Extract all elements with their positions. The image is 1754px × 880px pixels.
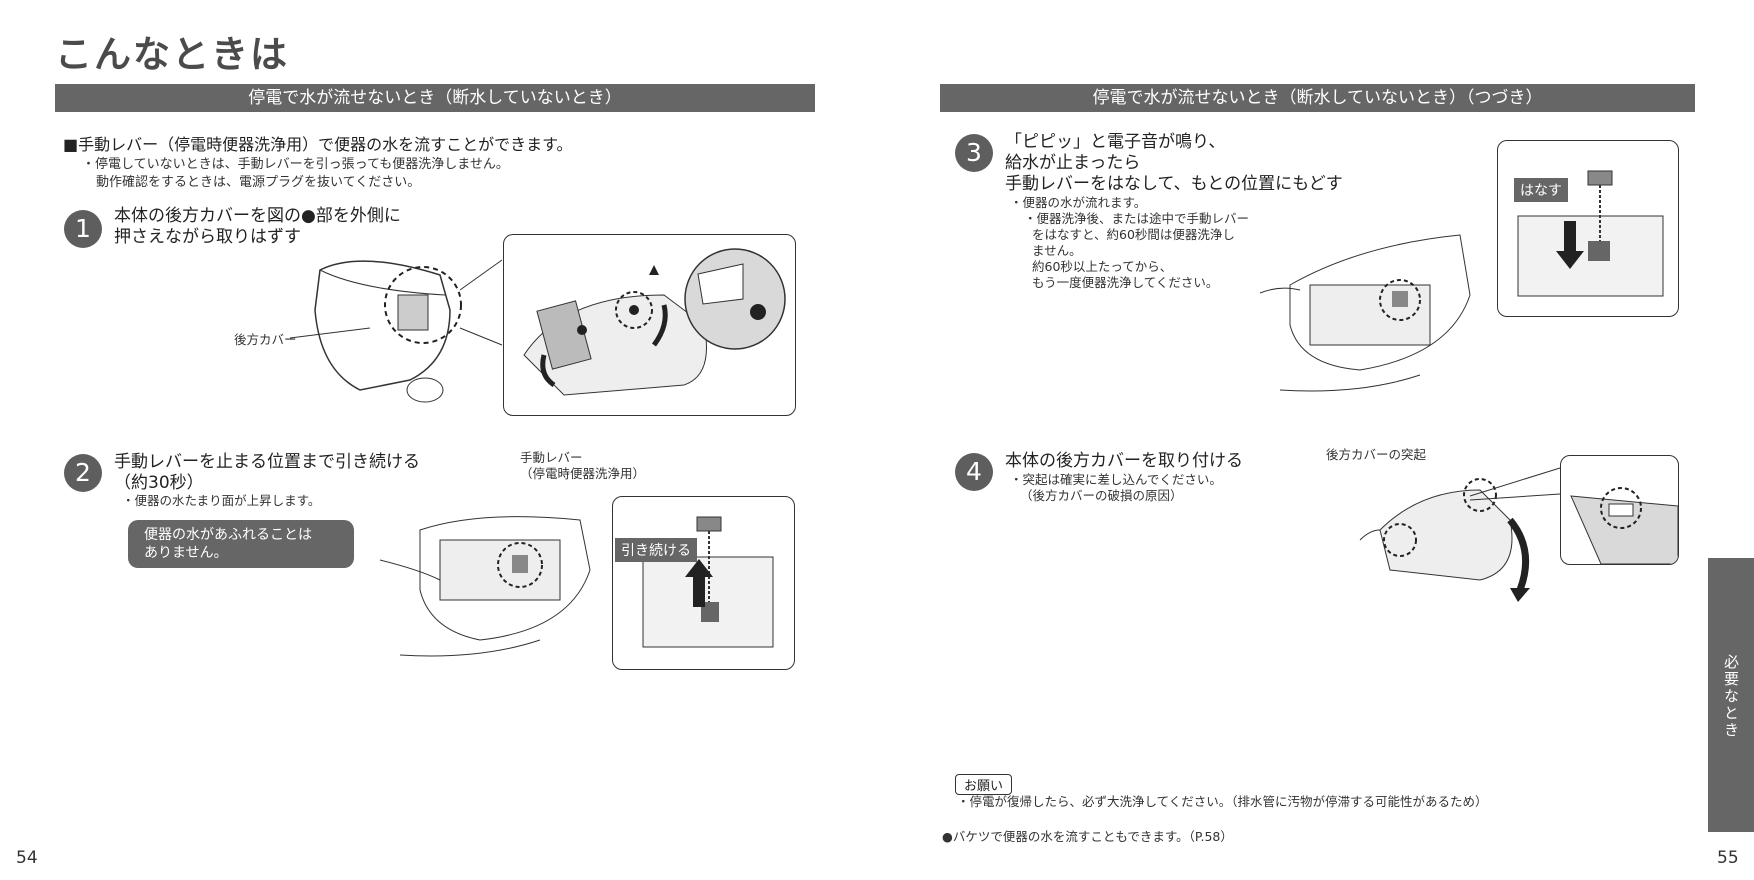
step-2-line-1: 手動レバーを止まる位置まで引き続ける bbox=[114, 452, 420, 472]
step-2-text: 手動レバーを止まる位置まで引き続ける （約30秒） bbox=[114, 452, 420, 494]
step-4-note-1: ・突起は確実に差し込んでください。 bbox=[1010, 472, 1222, 487]
section-bar-right: 停電で水が流せないとき（断水していないとき）（つづき） bbox=[940, 84, 1695, 112]
callout-lever-line-2: （停電時便器洗浄用） bbox=[520, 466, 646, 481]
connector-lines bbox=[459, 259, 503, 346]
onegai-text: ・停電が復帰したら、必ず大洗浄してください。（排水管に汚物が停滞する可能性がある… bbox=[957, 794, 1488, 809]
step-3-detail-frame bbox=[1497, 140, 1679, 317]
step-1-text: 本体の後方カバーを図の●部を外側に 押さえながら取りはずす bbox=[114, 206, 401, 248]
step-2-note: ・便器の水たまり面が上昇します。 bbox=[122, 493, 321, 508]
bucket-note: ●バケツで便器の水を流すこともできます。（P.58） bbox=[942, 829, 1233, 844]
step-1-number: 1 bbox=[64, 210, 102, 248]
side-index-tab[interactable]: 必要なとき bbox=[1708, 558, 1754, 832]
lever-release-detail bbox=[1517, 170, 1664, 297]
note-line-1: ・停電していないときは、手動レバーを引っ張っても便器洗浄しません。 bbox=[82, 157, 509, 172]
callout-cover-tab: 後方カバーの突起 bbox=[1326, 447, 1427, 462]
step-2-number: 2 bbox=[64, 454, 102, 492]
step-2-detail-frame bbox=[612, 496, 795, 670]
info-pill-line-2: ありません。 bbox=[144, 545, 228, 561]
callout-manual-lever: 手動レバー （停電時便器洗浄用） bbox=[520, 450, 645, 482]
step-3-note-4: ません。 bbox=[1032, 243, 1082, 258]
step-3-line-2: 給水が止まったら bbox=[1005, 153, 1141, 173]
step-4-note-2: （後方カバーの破損の原因） bbox=[1020, 488, 1183, 503]
section-bar-left: 停電で水が流せないとき（断水していないとき） bbox=[55, 84, 815, 112]
lever-location-illustration bbox=[379, 516, 591, 657]
toilet-illustration bbox=[289, 260, 462, 403]
step-3-note-1: ・便器の水が流れます。 bbox=[1010, 195, 1147, 210]
step-4-connector-lines bbox=[1469, 467, 1561, 501]
step-3-note-5: 約60秒以上たってから、 bbox=[1032, 259, 1173, 274]
step-3-line-1: 「ピピッ」と電子音が鳴り、 bbox=[1005, 132, 1226, 152]
step-3-notes: ・便器の水が流れます。 ・便器洗浄後、または途中で手動レバー をはなすと、約60… bbox=[1010, 195, 1249, 291]
page-title: こんなときは bbox=[55, 33, 289, 76]
onegai-label: お願い bbox=[955, 774, 1013, 795]
page-number-right: 55 bbox=[1717, 848, 1739, 868]
tag-release: はなす bbox=[1514, 178, 1568, 202]
step-3-text: 「ピピッ」と電子音が鳴り、 給水が止まったら 手動レバーをはなして、もとの位置に… bbox=[1005, 132, 1343, 195]
step-4-notes: ・突起は確実に差し込んでください。 （後方カバーの破損の原因） bbox=[1010, 472, 1222, 504]
page-number-left: 54 bbox=[16, 848, 38, 868]
callout-rear-cover: 後方カバー bbox=[234, 332, 297, 347]
step-3-note-6: もう一度便器洗浄してください。 bbox=[1032, 275, 1219, 290]
cover-tab-detail bbox=[1570, 487, 1678, 564]
rear-cover-attach-illustration bbox=[1359, 478, 1530, 602]
lead-text: ■手動レバー（停電時便器洗浄用）で便器の水を流すことができます。 bbox=[63, 135, 573, 154]
step-3-number: 3 bbox=[955, 134, 993, 172]
lever-pull-detail bbox=[642, 516, 774, 648]
step-4-number: 4 bbox=[955, 453, 993, 491]
note-line-2: 動作確認をするときは、電源プラグを抜いてください。 bbox=[96, 175, 421, 190]
rear-cover-detail bbox=[523, 265, 707, 396]
step-4-text: 本体の後方カバーを取り付ける bbox=[1005, 451, 1243, 471]
info-pill-line-1: 便器の水があふれることは bbox=[144, 527, 312, 543]
release-location-illustration bbox=[1259, 234, 1471, 392]
step-1-line-1: 本体の後方カバーを図の●部を外側に bbox=[114, 206, 401, 226]
side-tab-label: 必要なとき bbox=[1722, 654, 1740, 739]
callout-lever-line-1: 手動レバー bbox=[520, 450, 583, 465]
step-3-line-3: 手動レバーをはなして、もとの位置にもどす bbox=[1005, 174, 1343, 194]
detail-zoom-circle bbox=[684, 248, 786, 350]
step-3-note-3: をはなすと、約60秒間は便器洗浄し bbox=[1032, 227, 1235, 242]
step-4-detail-frame bbox=[1560, 455, 1679, 565]
step-2-line-2: （約30秒） bbox=[114, 473, 204, 493]
step-3-note-2: ・便器洗浄後、または途中で手動レバー bbox=[1024, 211, 1250, 226]
info-pill: 便器の水があふれることは ありません。 bbox=[128, 520, 354, 568]
tag-keep-pulling: 引き続ける bbox=[615, 538, 697, 562]
step-1-line-2: 押さえながら取りはずす bbox=[114, 227, 301, 247]
